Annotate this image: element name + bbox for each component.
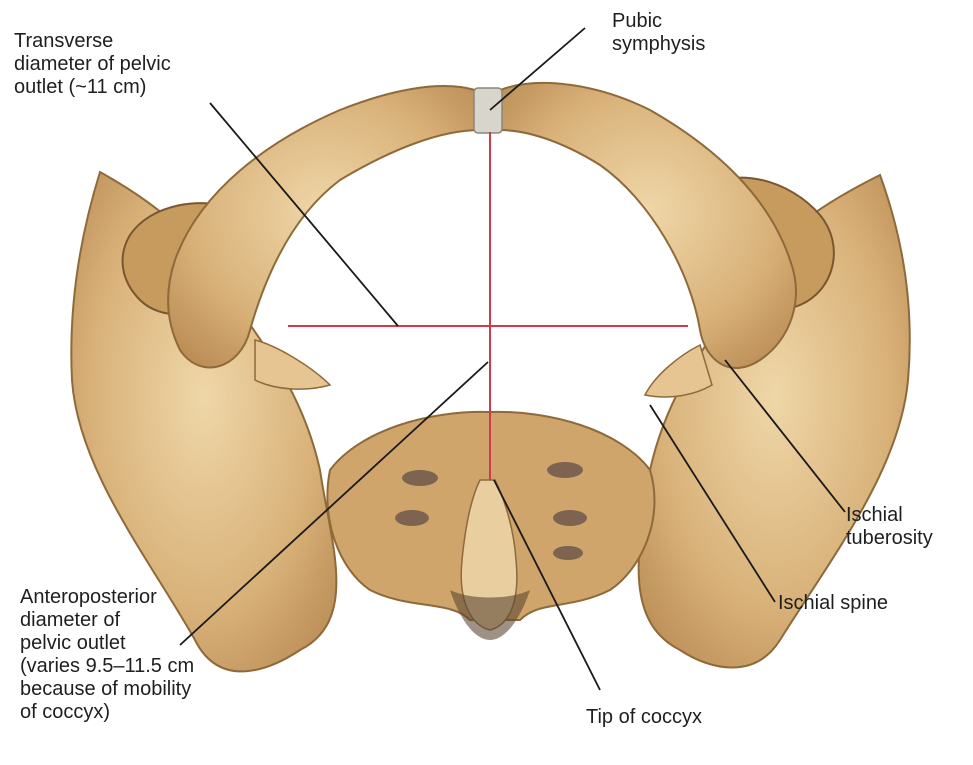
label-line: Pubic bbox=[612, 10, 705, 33]
label-ischial-tuberosity: Ischial tuberosity bbox=[846, 504, 933, 550]
label-transverse-diameter: Transverse diameter of pelvic outlet (~1… bbox=[14, 30, 171, 99]
label-line: Ischial spine bbox=[778, 592, 888, 615]
label-line: Anteroposterior bbox=[20, 586, 194, 609]
label-line: symphysis bbox=[612, 33, 705, 56]
label-anteroposterior-diameter: Anteroposterior diameter of pelvic outle… bbox=[20, 586, 194, 724]
left-ischial-spine-shape bbox=[255, 340, 330, 389]
label-line: diameter of bbox=[20, 609, 194, 632]
label-line: Transverse bbox=[14, 30, 171, 53]
right-ischial-spine-shape bbox=[645, 345, 712, 397]
sacral-foramen bbox=[553, 546, 583, 560]
label-line: (varies 9.5–11.5 cm bbox=[20, 655, 194, 678]
label-line: Ischial bbox=[846, 504, 933, 527]
label-tip-of-coccyx: Tip of coccyx bbox=[586, 706, 702, 729]
label-pubic-symphysis: Pubic symphysis bbox=[612, 10, 705, 56]
label-line: diameter of pelvic bbox=[14, 53, 171, 76]
sacral-foramen bbox=[553, 510, 587, 526]
sacral-foramen bbox=[547, 462, 583, 478]
label-line: pelvic outlet bbox=[20, 632, 194, 655]
label-line: because of mobility bbox=[20, 678, 194, 701]
sacral-foramen bbox=[402, 470, 438, 486]
label-line: Tip of coccyx bbox=[586, 706, 702, 729]
label-line: of coccyx) bbox=[20, 701, 194, 724]
pubic-symphysis-cartilage bbox=[474, 88, 502, 133]
label-line: outlet (~11 cm) bbox=[14, 76, 171, 99]
label-ischial-spine: Ischial spine bbox=[778, 592, 888, 615]
coccyx-base bbox=[450, 590, 530, 640]
sacral-foramen bbox=[395, 510, 429, 526]
label-line: tuberosity bbox=[846, 527, 933, 550]
